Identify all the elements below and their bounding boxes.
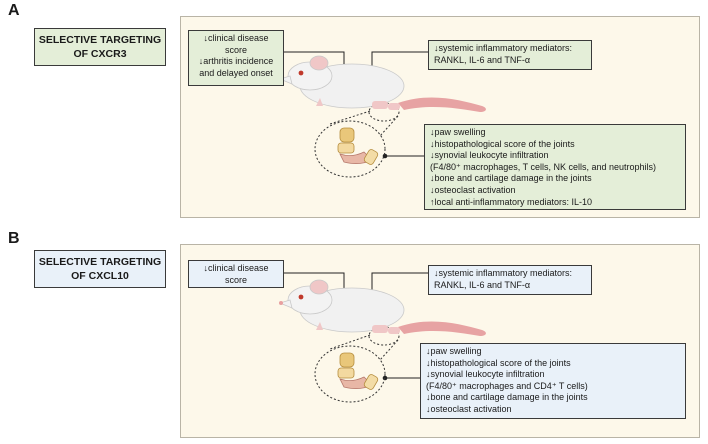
panel-a-clinical-box: ↓clinical disease score ↓arthritis incid… — [188, 30, 284, 86]
panel-b-systemic-line-1: ↓systemic inflammatory mediators: — [434, 268, 573, 278]
panel-b-letter: B — [8, 230, 20, 247]
panel-b-joint-line-1: ↓paw swelling — [426, 346, 482, 356]
panel-a-joint-box: ↓paw swelling ↓histopathological score o… — [424, 124, 686, 210]
panel-b-systemic-box: ↓systemic inflammatory mediators: RANKL,… — [428, 265, 592, 295]
panel-a-title: SELECTIVE TARGETING OF CXCR3 — [34, 28, 166, 66]
panel-a-systemic-line-1: ↓systemic inflammatory mediators: — [434, 43, 573, 53]
panel-b-clinical-line-2: score — [224, 274, 247, 285]
panel-b-joint-box: ↓paw swelling ↓histopathological score o… — [420, 343, 686, 419]
panel-a-joint-line-5: ↓bone and cartilage damage in the joints — [430, 173, 592, 184]
panel-a-joint-line-3: ↓synovial leukocyte infiltration — [430, 150, 549, 161]
panel-a-joint-line-7: ↑local anti-inflammatory mediators: IL-1… — [430, 196, 593, 207]
panel-b-systemic-line-2: RANKL, IL-6 and TNF-α — [434, 279, 531, 290]
panel-a-clinical-line-3: ↓arthritis incidence — [198, 56, 274, 67]
panel-b-clinical-box: ↓clinical disease score — [188, 260, 284, 288]
panel-a-connector-left — [284, 51, 345, 66]
panel-b-title-line1: SELECTIVE TARGETING — [38, 256, 162, 268]
panel-b-connector-left — [284, 272, 345, 293]
panel-a-joint-line-2: ↓histopathological score of the joints — [430, 138, 575, 149]
panel-b-mouse-illustration — [278, 279, 486, 336]
panel-a-clinical-line-1: ↓clinical disease — [203, 33, 269, 43]
panel-a-title-line1: SELECTIVE TARGETING — [38, 34, 162, 46]
panel-a-joint-line-6: ↓osteoclast activation — [430, 184, 516, 195]
panel-a-connector-systemic — [371, 51, 428, 68]
panel-a-joint-line-4: (F4/80⁺ macrophages, T cells, NK cells, … — [430, 161, 657, 172]
panel-a-joint-ellipse — [314, 120, 386, 178]
panel-b-joint-illustration — [337, 352, 379, 390]
panel-b-joint-line-4: (F4/80⁺ macrophages and CD4⁺ T cells) — [426, 380, 588, 391]
panel-b-connector-joint-dot — [382, 375, 388, 381]
panel-b-title: SELECTIVE TARGETING OF CXCL10 — [34, 250, 166, 288]
panel-a-joint-illustration — [337, 127, 379, 165]
panel-a-mouse-illustration — [278, 55, 486, 112]
panel-b-title-line2: OF CXCL10 — [71, 270, 129, 282]
panel-a-joint-line-1: ↓paw swelling — [430, 127, 486, 137]
panel-b-joint-line-6: ↓osteoclast activation — [426, 403, 512, 414]
panel-a-clinical-line-2: score — [224, 44, 247, 55]
panel-b-joint-line-3: ↓synovial leukocyte infiltration — [426, 369, 545, 380]
panel-b-joint-line-5: ↓bone and cartilage damage in the joints — [426, 392, 588, 403]
panel-a-title-line2: OF CXCR3 — [73, 48, 127, 60]
panel-b-joint-line-2: ↓histopathological score of the joints — [426, 357, 571, 368]
panel-a-clinical-line-4: and delayed onset — [199, 67, 273, 78]
panel-b-joint-ellipse — [314, 345, 386, 403]
panel-a-systemic-line-2: RANKL, IL-6 and TNF-α — [434, 54, 531, 65]
panel-a-systemic-box: ↓systemic inflammatory mediators: RANKL,… — [428, 40, 592, 70]
panel-b-clinical-line-1: ↓clinical disease — [203, 263, 269, 273]
panel-b-connector-systemic — [371, 272, 428, 295]
panel-a-letter: A — [8, 2, 20, 19]
